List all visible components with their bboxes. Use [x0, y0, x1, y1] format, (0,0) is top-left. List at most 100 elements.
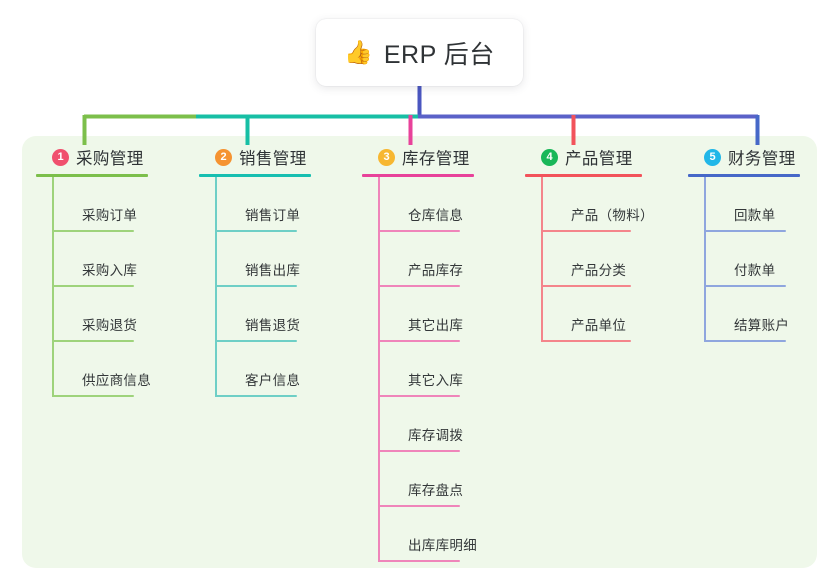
branch-item[interactable]: 付款单 [704, 232, 800, 287]
branch-item-rule [378, 450, 460, 452]
branch-item[interactable]: 出库库明细 [378, 507, 477, 562]
branch-item[interactable]: 其它入库 [378, 342, 474, 397]
branch-item-rule [52, 395, 134, 397]
branch-item-rule [378, 505, 460, 507]
branch-item-label: 产品库存 [408, 263, 464, 278]
branch-item-label: 库存调拨 [408, 428, 464, 443]
branch-column-4: 4 产品管理产品（物料） 产品分类产品单位 [525, 145, 654, 342]
branch-body-3: 仓库信息产品库存其它出库其它入库库存调拨库存盘点出库库明细 [378, 177, 477, 562]
branch-badge-4: 4 [541, 148, 558, 166]
branch-header-5[interactable]: 5 财务管理 [688, 145, 800, 169]
branch-badge-2: 2 [215, 148, 232, 166]
branch-item-label: 产品单位 [571, 318, 627, 333]
branch-item-rule [541, 340, 631, 342]
branch-column-3: 3 库存管理仓库信息产品库存其它出库其它入库库存调拨库存盘点出库库明细 [362, 145, 477, 562]
branch-item[interactable]: 销售退货 [215, 287, 311, 342]
branch-item-label: 付款单 [734, 263, 776, 278]
branch-header-2[interactable]: 2 销售管理 [199, 145, 311, 169]
branch-item-rule [215, 285, 297, 287]
branch-body-2: 销售订单销售出库销售退货客户信息 [215, 177, 311, 397]
branch-body-1: 采购订单采购入库采购退货供应商信息 [52, 177, 151, 397]
root-node-title: ERP 后台 [383, 40, 495, 69]
branch-title-5: 财务管理 [728, 150, 796, 168]
branch-column-1: 1 采购管理采购订单采购入库采购退货供应商信息 [36, 145, 151, 397]
branch-item-rule [378, 340, 460, 342]
branch-item-rule [215, 230, 297, 232]
branch-item-rule [52, 230, 134, 232]
branch-item-rule [704, 340, 786, 342]
branch-item-label: 仓库信息 [408, 208, 464, 223]
branch-item[interactable]: 库存调拨 [378, 397, 474, 452]
branch-item[interactable]: 回款单 [704, 177, 800, 232]
branch-item[interactable]: 销售出库 [215, 232, 311, 287]
branch-item[interactable]: 仓库信息 [378, 177, 474, 232]
branch-item[interactable]: 其它出库 [378, 287, 474, 342]
branch-item-label: 产品（物料） [571, 208, 654, 223]
branch-spine-2 [215, 177, 217, 397]
branch-spine-3 [378, 177, 380, 562]
branch-badge-1: 1 [52, 148, 69, 166]
root-node[interactable]: 👍 ERP 后台 [316, 19, 523, 86]
branch-header-1[interactable]: 1 采购管理 [36, 145, 148, 169]
branch-item-label: 采购订单 [82, 208, 138, 223]
branch-spine-4 [541, 177, 543, 342]
branch-header-rule-4 [525, 174, 642, 177]
branch-header-rule-5 [688, 174, 800, 177]
branch-item-label: 其它出库 [408, 318, 464, 333]
branch-body-5: 回款单付款单结算账户 [704, 177, 800, 342]
branch-item-rule [378, 560, 460, 562]
branch-item-label: 供应商信息 [82, 373, 151, 388]
branch-item-rule [704, 230, 786, 232]
branch-item-label: 回款单 [734, 208, 776, 223]
branch-badge-3: 3 [378, 148, 395, 166]
branch-item-label: 客户信息 [245, 373, 301, 388]
branch-item-label: 销售出库 [245, 263, 301, 278]
branch-item-rule [215, 395, 297, 397]
branch-item-label: 销售退货 [245, 318, 301, 333]
branch-item-rule [541, 285, 631, 287]
branch-item-label: 结算账户 [734, 318, 790, 333]
branch-header-3[interactable]: 3 库存管理 [362, 145, 474, 169]
branch-item[interactable]: 产品库存 [378, 232, 474, 287]
branch-item-rule [52, 340, 134, 342]
branch-item[interactable]: 产品单位 [541, 287, 642, 342]
branch-item[interactable]: 供应商信息 [52, 342, 151, 397]
thumbs-up-icon: 👍 [344, 39, 373, 65]
branch-item-rule [378, 230, 460, 232]
branch-item-rule [378, 395, 460, 397]
branch-item[interactable]: 采购入库 [52, 232, 148, 287]
branch-item-rule [378, 285, 460, 287]
branch-badge-5: 5 [704, 148, 721, 166]
branch-header-4[interactable]: 4 产品管理 [525, 145, 642, 169]
branch-item[interactable]: 采购订单 [52, 177, 148, 232]
branch-item-label: 产品分类 [571, 263, 627, 278]
branch-title-4: 产品管理 [565, 150, 633, 168]
branch-title-1: 采购管理 [76, 150, 144, 168]
branch-item[interactable]: 客户信息 [215, 342, 311, 397]
branch-header-rule-3 [362, 174, 474, 177]
branch-body-4: 产品（物料） 产品分类产品单位 [541, 177, 654, 342]
branch-item-rule [541, 230, 631, 232]
branch-item-label: 采购退货 [82, 318, 138, 333]
branch-item-label: 其它入库 [408, 373, 464, 388]
branch-spine-5 [704, 177, 706, 342]
branch-spine-1 [52, 177, 54, 397]
branch-item[interactable]: 结算账户 [704, 287, 800, 342]
background-panel [22, 136, 817, 568]
branch-title-2: 销售管理 [239, 150, 307, 168]
branch-item-rule [704, 285, 786, 287]
branch-item[interactable]: 产品（物料） [541, 177, 654, 232]
branch-item-label: 出库库明细 [408, 538, 477, 553]
branch-header-rule-1 [36, 174, 148, 177]
branch-item[interactable]: 库存盘点 [378, 452, 474, 507]
branch-item[interactable]: 销售订单 [215, 177, 311, 232]
branch-item-rule [215, 340, 297, 342]
branch-title-3: 库存管理 [402, 150, 470, 168]
branch-item[interactable]: 采购退货 [52, 287, 148, 342]
branch-column-5: 5 财务管理回款单付款单结算账户 [688, 145, 800, 342]
branch-item-label: 库存盘点 [408, 483, 464, 498]
branch-item-label: 销售订单 [245, 208, 301, 223]
branch-item[interactable]: 产品分类 [541, 232, 642, 287]
branch-item-label: 采购入库 [82, 263, 138, 278]
